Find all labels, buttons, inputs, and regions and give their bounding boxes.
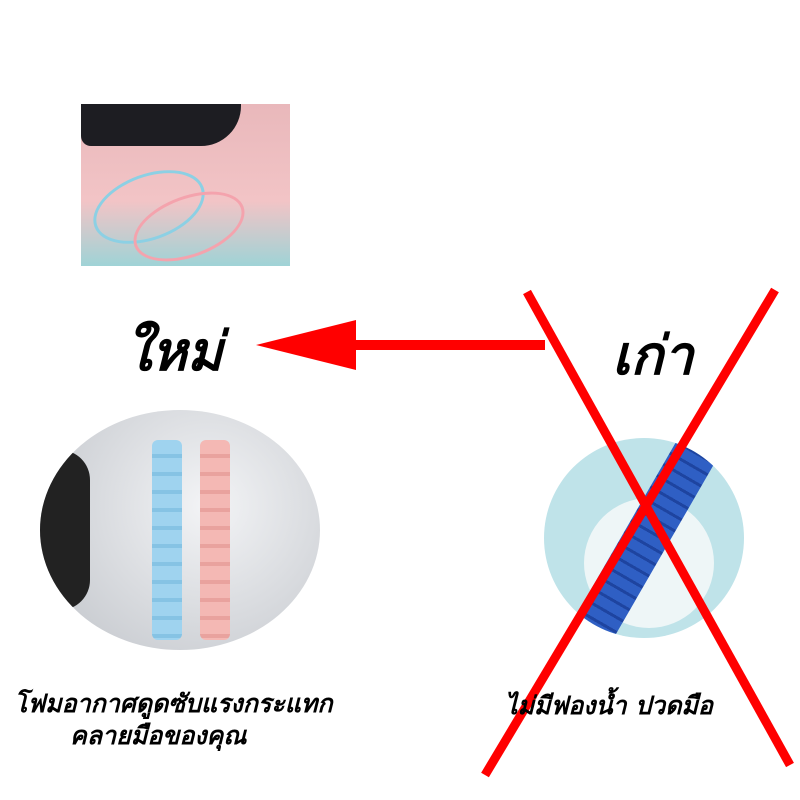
old-label: เก่า: [612, 324, 694, 387]
new-grip-photo: [40, 410, 320, 650]
new-label: ใหม่: [125, 320, 223, 383]
racket-bag: [81, 104, 241, 146]
new-caption-line2: คลายมือของคุณ: [70, 721, 247, 750]
cross-icon: [481, 287, 794, 778]
old-caption: ไม่มีฟองน้ำ ปวดมือ: [505, 691, 713, 720]
badminton-racket-photo: [81, 104, 290, 266]
new-caption-line1: โฟมอากาศดูดซับแรงกระแทก: [14, 689, 333, 718]
old-grip-photo: [544, 438, 744, 638]
blue-grip: [152, 440, 182, 640]
pink-grip: [200, 440, 230, 640]
arrow-left-icon: [256, 320, 545, 370]
dark-object: [40, 450, 90, 610]
